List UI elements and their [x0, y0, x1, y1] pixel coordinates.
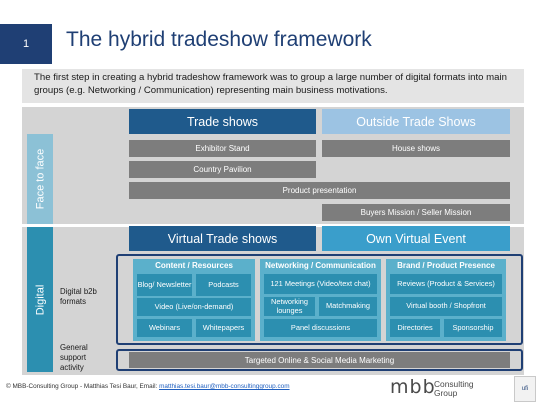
exhibitor-stand-bar: Exhibitor Stand — [129, 140, 316, 157]
networking-title: Networking / Communication — [265, 261, 376, 270]
digital-b2b-outline — [116, 254, 523, 345]
directories-cell: Directories — [390, 319, 440, 337]
support-bar: Targeted Online & Social Media Marketing — [129, 352, 510, 368]
panel-discussions-cell: Panel discussions — [264, 319, 377, 337]
general-support-label: General support activity — [60, 343, 88, 372]
sponsorship-cell: Sponsorship — [444, 319, 502, 337]
footer-email-link[interactable]: matthias.tesi.baur@mbb-consultinggroup.c… — [159, 383, 290, 390]
buyers-mission-bar: Buyers Mission / Seller Mission — [322, 204, 510, 221]
mbb-logo: mbb Consulting Group — [390, 376, 474, 398]
networking-lounges-cell: Networking lounges — [264, 297, 315, 316]
footer: © MBB-Consulting Group - Matthias Tesi B… — [6, 383, 290, 390]
brand-presence-title: Brand / Product Presence — [397, 261, 495, 270]
slide-number: 1 — [0, 24, 52, 64]
digital-label: Digital — [27, 227, 53, 372]
intro-text: The first step in creating a hybrid trad… — [22, 69, 524, 103]
product-presentation-bar: Product presentation — [129, 182, 510, 199]
webinars-cell: Webinars — [137, 319, 192, 337]
house-shows-bar: House shows — [322, 140, 510, 157]
footer-text: © MBB-Consulting Group - Matthias Tesi B… — [6, 383, 160, 390]
matchmaking-cell: Matchmaking — [319, 297, 377, 316]
video-cell: Video (Live/on-demand) — [137, 298, 251, 316]
ufi-logo: ufi — [514, 376, 536, 402]
meetings-121-cell: 121 Meetings (Video/text chat) — [264, 274, 377, 294]
content-resources-title: Content / Resources — [155, 261, 233, 270]
reviews-cell: Reviews (Product & Services) — [390, 274, 502, 294]
podcasts-cell: Podcasts — [196, 274, 251, 296]
mbb-logo-mark: mbb — [390, 376, 436, 398]
whitepapers-cell: Whitepapers — [196, 319, 251, 337]
trade-shows-header: Trade shows — [129, 109, 316, 134]
digital-b2b-formats-label: Digital b2b formats — [60, 287, 97, 306]
mbb-logo-text: Consulting Group — [434, 379, 474, 398]
own-virtual-event-header: Own Virtual Event — [322, 226, 510, 251]
virtual-trade-shows-header: Virtual Trade shows — [129, 226, 316, 251]
country-pavilion-bar: Country Pavilion — [129, 161, 316, 178]
outside-trade-shows-header: Outside Trade Shows — [322, 109, 510, 134]
virtual-booth-cell: Virtual booth / Shopfront — [390, 297, 502, 316]
blog-newsletter-cell: Blog/ Newsletter — [137, 274, 192, 296]
face-to-face-label: Face to face — [27, 134, 53, 224]
slide-title: The hybrid tradeshow framework — [66, 28, 372, 51]
support-outline — [116, 349, 523, 371]
